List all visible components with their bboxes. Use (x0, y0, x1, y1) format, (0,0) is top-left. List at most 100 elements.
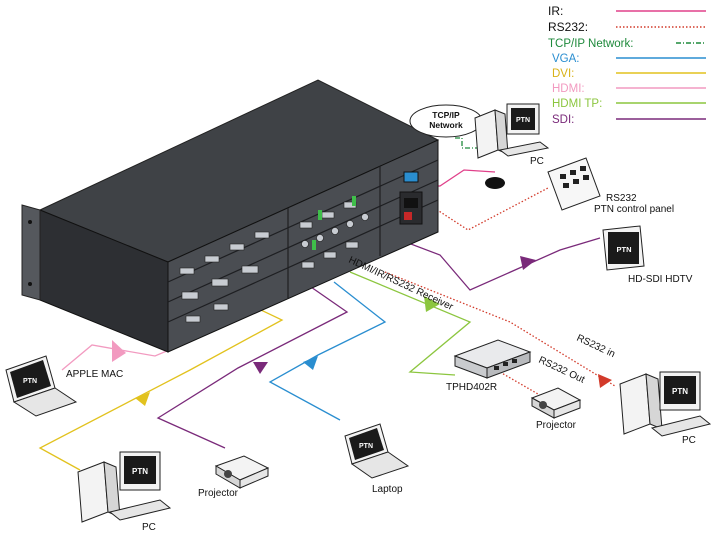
brand-logo: PTN (132, 467, 148, 476)
legend-item-sdi: SDI: (552, 114, 706, 126)
tv-screen (608, 232, 639, 264)
pc-right: PTN PC (619, 371, 712, 446)
brand-logo: PTN (617, 245, 632, 254)
dvi-cable (38, 299, 284, 471)
keyboard (498, 141, 550, 157)
projector-lens (224, 470, 232, 478)
rack-ear (21, 204, 41, 301)
rs232-arrow (598, 374, 612, 388)
projector-right: Projector (530, 387, 582, 431)
apple-mac-laptop: PTN APPLE MAC (5, 355, 123, 417)
sdi-port (346, 220, 354, 228)
laptop-keyboard (12, 387, 78, 417)
hdmi-tp-arrow (424, 296, 440, 312)
hdmi-port (213, 303, 229, 311)
rs232-cable (421, 187, 549, 231)
matrix-switcher-chassis (21, 79, 440, 353)
vga-cable (268, 281, 387, 421)
vga-port (229, 243, 245, 251)
hdmi-port (321, 211, 335, 219)
legend-item-ir: IR: (548, 4, 706, 18)
legend-item-hdmi: HDMI: (552, 83, 706, 95)
power-module (399, 171, 423, 225)
legend-label: SDI: (552, 114, 574, 126)
legend-item-rs232: RS232: (548, 20, 706, 34)
laptop-screen (10, 360, 51, 398)
dvi-arrow (135, 392, 150, 406)
vga-port (204, 255, 220, 263)
hdtv-label: HD-SDI HDTV (628, 274, 693, 285)
projector-lens (539, 401, 547, 409)
tcpip-network-cloud: TCP/IP Network (409, 104, 483, 138)
sdi-cable (373, 229, 601, 291)
monitor-screen (664, 376, 696, 404)
hd-sdi-hdtv: PTN HD-SDI HDTV (602, 225, 693, 285)
power-socket (404, 198, 418, 208)
sdi-cable (156, 277, 349, 449)
legend-label: HDMI TP: (552, 98, 602, 110)
rack-ear-hole (28, 282, 32, 286)
dvi-port (211, 278, 229, 287)
control-panel-label-2: PTN control panel (594, 204, 674, 215)
tcpip-label-1: TCP/IP (432, 110, 460, 120)
rj45-port (301, 261, 315, 269)
laptop-screen (349, 428, 384, 460)
connectors (179, 201, 369, 323)
legend-label: HDMI: (552, 83, 585, 95)
sdi-port (316, 234, 324, 242)
legend-item-tcpip: TCP/IP Network: (548, 38, 706, 50)
legend-label: DVI: (552, 68, 574, 80)
dvi-port (181, 291, 199, 300)
sdi-port (361, 213, 369, 221)
pc-right-label: PC (682, 435, 696, 446)
power-switch (404, 212, 412, 220)
status-leds (312, 196, 356, 250)
brand-logo: PTN (359, 443, 373, 450)
brand-logo: PTN (516, 117, 530, 124)
laptop-label: Laptop (372, 484, 403, 495)
ptn-control-panel: RS232 PTN control panel (547, 157, 674, 215)
vga-port (179, 267, 195, 275)
rs232-in-label: RS232 in (575, 333, 617, 360)
legend-label: RS232: (548, 20, 588, 34)
hdmi-arrow (112, 340, 126, 362)
laptop: PTN Laptop (344, 423, 410, 495)
legend-label: TCP/IP Network: (548, 38, 633, 50)
tcpip-label-2: Network (429, 120, 463, 130)
hdmi-tp-cable (349, 271, 472, 376)
rs232-cable (499, 371, 546, 399)
pc-top: PTN PC (474, 103, 550, 167)
brand-logo: PTN (672, 387, 688, 396)
rj45-port (345, 241, 359, 249)
sdi-port (301, 240, 309, 248)
rack-ear-hole (28, 220, 32, 224)
control-panel-label-1: RS232 (606, 193, 637, 204)
rj45-port (323, 251, 337, 259)
keyboard (108, 499, 172, 521)
hdmi-port (299, 221, 313, 229)
projector-right-label: Projector (536, 420, 577, 431)
vga-port (254, 231, 270, 239)
rs232-out-label: RS232 Out (537, 355, 587, 386)
ir-receiver (485, 177, 505, 189)
pc-left: PTN PC (77, 451, 172, 533)
receiver-model-label: TPHD402R (446, 382, 497, 393)
hdmi-port (185, 315, 201, 323)
dvi-port (241, 265, 259, 274)
tphd402r-receiver: TPHD402R (446, 339, 532, 393)
legend-label: IR: (548, 4, 563, 18)
sdi-port (331, 227, 339, 235)
sdi-arrow (253, 362, 268, 374)
legend-item-dvi: DVI: (552, 68, 706, 80)
monitor-screen (124, 456, 156, 484)
pc-left-label: PC (142, 522, 156, 533)
legend-item-vga: VGA: (552, 53, 706, 65)
keyboard (650, 415, 712, 437)
legend-item-hdmi-tp: HDMI TP: (552, 98, 706, 110)
projector-left-label: Projector (198, 488, 239, 499)
laptop-keyboard (350, 451, 410, 479)
pc-top-label: PC (530, 156, 544, 167)
monitor-screen (511, 108, 535, 130)
legend: IR: RS232: TCP/IP Network: VGA: DVI: HDM… (548, 4, 706, 126)
sdi-arrow (520, 256, 536, 270)
